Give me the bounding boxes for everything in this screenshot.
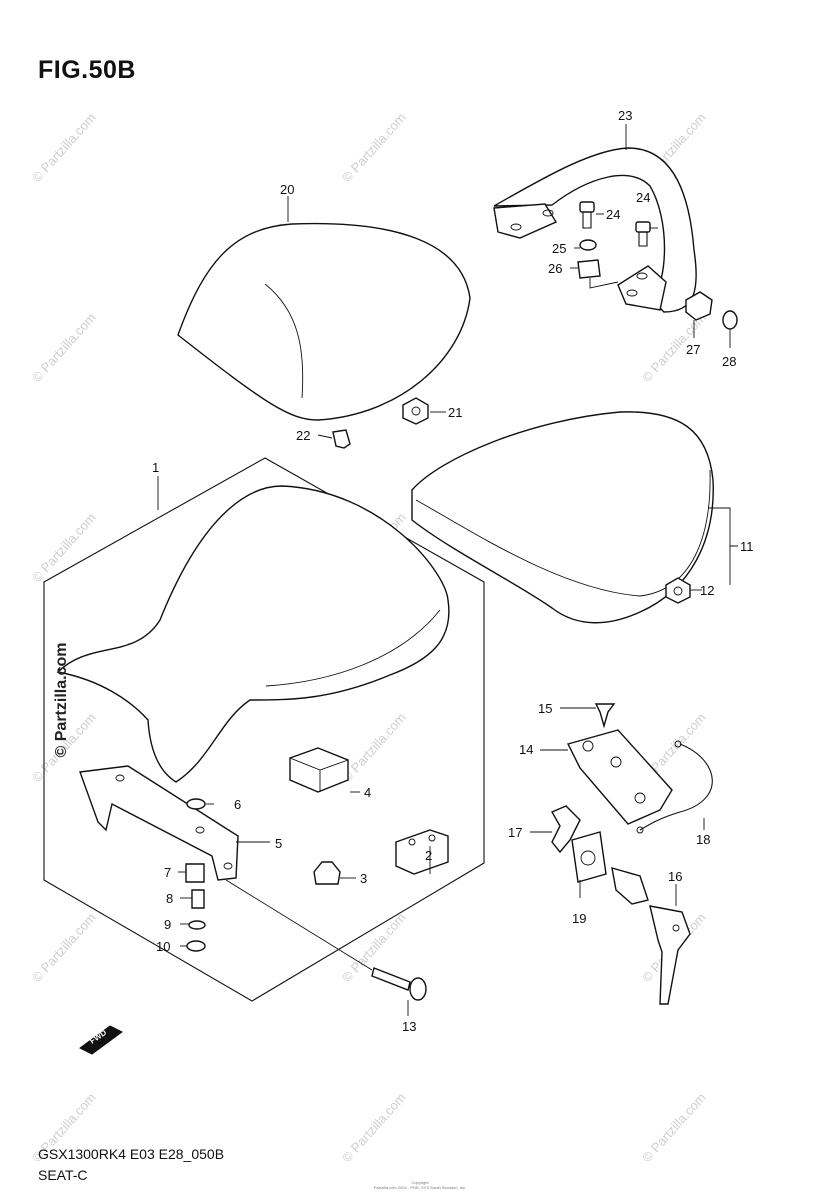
lock-cylinder-16	[611, 867, 649, 905]
lock-base-14	[566, 729, 673, 825]
copyright-line-2: Partzilla.com 2024 - PHR, SYS Sarah Stoc…	[373, 1185, 467, 1190]
callout-16: 16	[668, 869, 682, 884]
collar-8	[191, 889, 205, 909]
cable-18	[639, 743, 713, 831]
callout-12: 12	[700, 583, 714, 598]
callout-14: 14	[519, 742, 533, 757]
grab-handle-bracket-left	[493, 203, 558, 239]
cap-nut-27	[685, 291, 713, 321]
bolt-24a	[579, 201, 595, 229]
copyright-notice: Copyright Partzilla.com 2024 - PHR, SYS …	[300, 1180, 540, 1190]
fwd-arrow-icon	[79, 1025, 123, 1055]
callout-2: 2	[425, 848, 432, 863]
callout-27: 27	[686, 342, 700, 357]
rear-seat-cover	[177, 222, 471, 421]
callout-11: 11	[740, 539, 754, 554]
callout-21: 21	[448, 405, 462, 420]
callout-24a: 24	[606, 207, 620, 222]
callout-28: 28	[722, 354, 736, 369]
callout-5: 5	[275, 836, 282, 851]
callout-10: 10	[156, 939, 170, 954]
callout-7: 7	[164, 865, 171, 880]
bolt-24b	[635, 221, 651, 247]
callout-19: 19	[572, 911, 586, 926]
callout-24b: 24	[636, 190, 650, 205]
callout-20: 20	[280, 182, 294, 197]
grab-handle-bracket-right	[617, 265, 667, 311]
callout-4: 4	[364, 785, 371, 800]
section-name: SEAT-C	[38, 1167, 88, 1183]
bolt-13	[371, 967, 411, 991]
nut-10	[186, 940, 206, 952]
washer-25	[579, 239, 597, 251]
model-code: GSX1300RK4 E03 E28_050B	[38, 1146, 225, 1162]
seat-bracket-5	[79, 765, 239, 881]
washer-9	[188, 920, 206, 930]
nut-22	[332, 429, 351, 449]
seat-assembly-outline	[43, 457, 485, 1002]
spacer-7	[185, 863, 205, 883]
lever-17	[551, 805, 581, 854]
callout-3: 3	[360, 871, 367, 886]
cap-28	[722, 310, 738, 330]
callout-15: 15	[538, 701, 552, 716]
bracket-2	[395, 829, 449, 875]
grab-handle	[493, 147, 697, 313]
callout-22: 22	[296, 428, 310, 443]
cushion-3	[313, 861, 341, 885]
side-watermark: © Partzilla.com	[53, 642, 70, 758]
callout-9: 9	[164, 917, 171, 932]
callout-17: 17	[508, 825, 522, 840]
callout-25: 25	[552, 241, 566, 256]
callout-8: 8	[166, 891, 173, 906]
nut-12	[665, 577, 691, 604]
nut-21	[402, 397, 429, 425]
main-seat	[56, 485, 450, 783]
screw-15	[594, 703, 616, 729]
plate-19	[571, 831, 607, 883]
cushion-26	[577, 259, 601, 279]
key-16	[649, 905, 691, 1005]
callout-26: 26	[548, 261, 562, 276]
callout-1: 1	[152, 460, 159, 475]
callout-6: 6	[234, 797, 241, 812]
callout-23: 23	[618, 108, 632, 123]
figure-title: FIG.50B	[38, 56, 136, 84]
callout-18: 18	[696, 832, 710, 847]
callout-13: 13	[402, 1019, 416, 1034]
washer-6	[186, 798, 206, 810]
pillion-seat	[411, 411, 714, 624]
copyright-line-1: Copyright	[411, 1180, 429, 1185]
rear-seat-cover-seam	[264, 283, 304, 399]
